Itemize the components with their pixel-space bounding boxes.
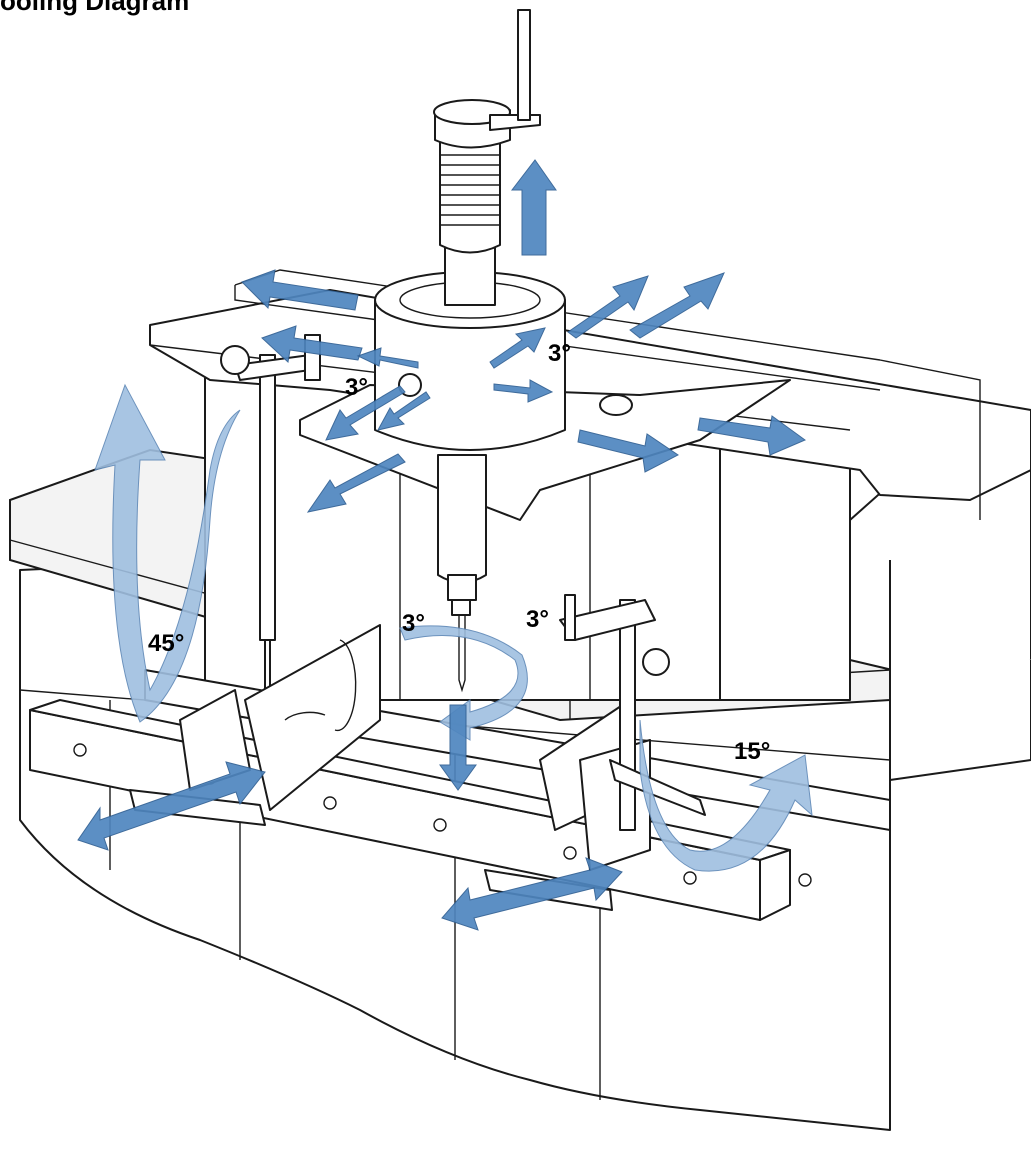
angle-label-45: 45° [148, 630, 185, 657]
beam-right-arrow-2 [629, 272, 725, 339]
right-slider-arrow [441, 857, 623, 931]
angle-label-tilt-right-upper: 3° [548, 340, 571, 367]
left-slider-arrow [77, 761, 266, 851]
angle-label-15: 15° [734, 738, 771, 765]
diagram-title: ooling Diagram [0, 0, 190, 16]
beam-left-arrow-lower [261, 325, 363, 363]
angle-label-tilt-left-upper: 3° [345, 374, 368, 401]
beam-right-arrow-1 [567, 275, 649, 339]
down-arrow [439, 704, 477, 791]
right-clamp-post [619, 599, 636, 831]
spindle-nose [437, 454, 487, 584]
drill-bit [458, 615, 466, 693]
carriage-front-left-arrow [325, 385, 406, 441]
left-column [204, 359, 266, 701]
gantry-right-arrow [697, 415, 807, 456]
beam-left-arrow-upper [241, 269, 359, 311]
tilt-arrow-upper-left [356, 347, 419, 369]
tilt-arrow-lower-right [493, 379, 554, 403]
under-carriage-left-arrow [306, 453, 406, 513]
left-swing-arrow [94, 383, 241, 723]
spindle-up-arrow [510, 159, 557, 256]
carriage-right-arrow [577, 429, 679, 473]
tilt-arrow-lower-left [377, 391, 431, 431]
angle-label-tilt-left-lower: 3° [402, 610, 425, 637]
top-handle [517, 9, 531, 121]
right-swing-arrow [639, 719, 813, 872]
left-clamp-post [259, 354, 276, 641]
tilt-arrow-upper-right [489, 327, 546, 369]
thread-lines [440, 154, 500, 226]
angle-label-tilt-right-lower: 3° [526, 606, 549, 633]
rotation-arrow [399, 625, 528, 741]
